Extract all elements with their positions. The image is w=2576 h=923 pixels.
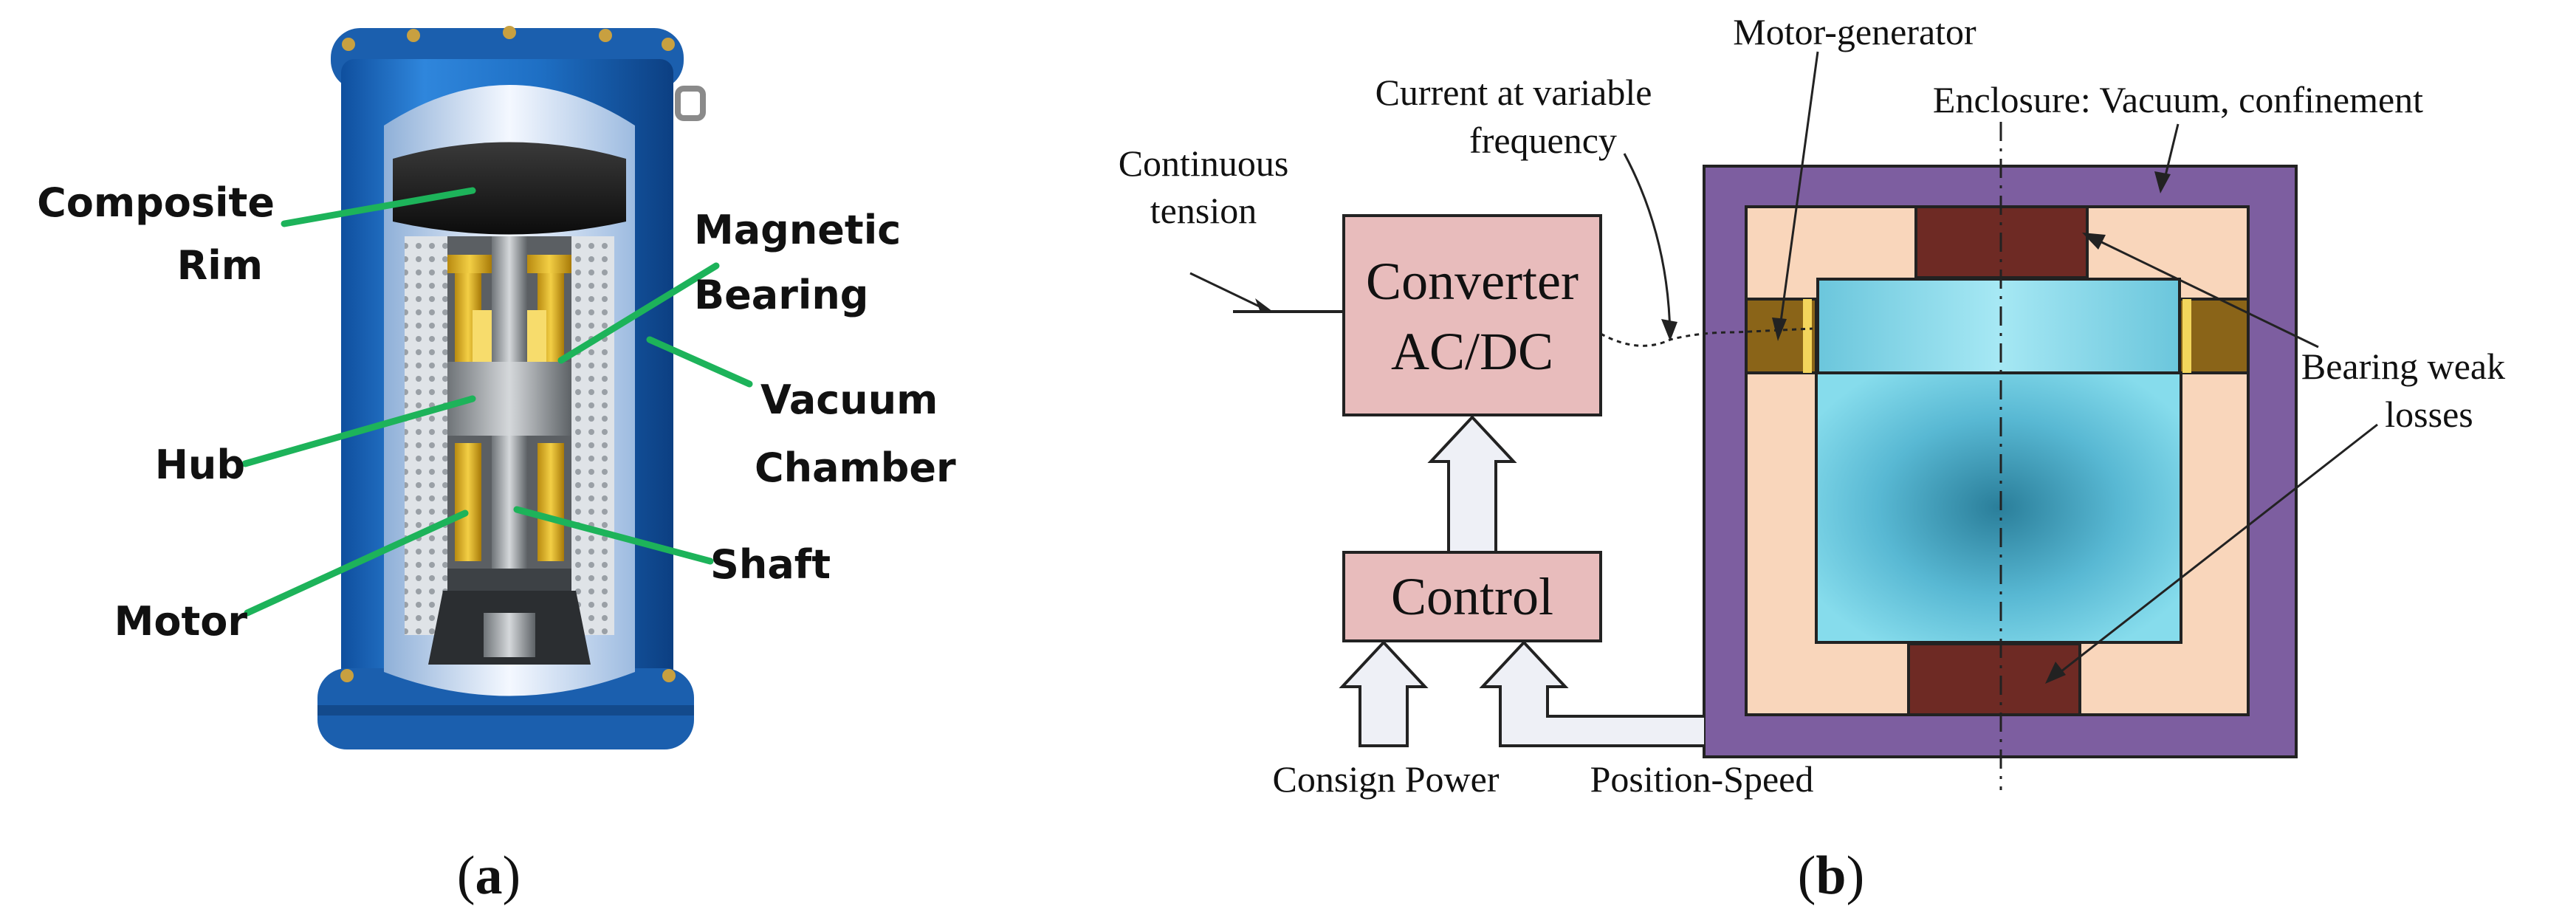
panel-a: Composite Rim Magnetic Bearing Vacuum Ch… — [37, 26, 956, 906]
label-bearing-1: Bearing weak — [2301, 346, 2505, 387]
caption-a: (a) — [457, 845, 521, 906]
label-shaft: Shaft — [710, 541, 831, 588]
label-enclosure: Enclosure: Vacuum, confinement — [1933, 79, 2423, 120]
leader-lines — [241, 187, 753, 617]
converter-box — [1342, 214, 1602, 416]
label-continuous-2: tension — [1150, 190, 1257, 231]
label-current-1: Current at variable — [1375, 72, 1652, 113]
label-magnetic-bearing-1: Magnetic — [694, 207, 901, 253]
caption-b: (b) — [1798, 845, 1864, 906]
label-current-2: frequency — [1469, 120, 1617, 161]
caption-b-letter: b — [1816, 845, 1846, 906]
label-bearing-2: losses — [2385, 394, 2473, 435]
rotor-top — [1816, 278, 2181, 375]
converter-label-1: Converter — [1366, 252, 1579, 311]
arrow-position-speed — [1479, 640, 1704, 747]
label-composite-rim-2: Rim — [177, 242, 263, 289]
arrow-consign-power — [1339, 640, 1429, 747]
label-position-speed: Position-Speed — [1590, 758, 1814, 800]
label-motor-generator: Motor-generator — [1733, 11, 1976, 52]
label-consign-power: Consign Power — [1273, 758, 1500, 800]
label-continuous-1: Continuous — [1119, 143, 1289, 184]
label-hub: Hub — [155, 442, 245, 488]
label-magnetic-bearing-2: Bearing — [694, 272, 868, 318]
label-composite-rim-1: Composite — [37, 179, 275, 226]
control-box — [1342, 551, 1602, 642]
flywheel-illustration — [317, 26, 706, 749]
rotor-body — [1815, 371, 2182, 644]
caption-a-letter: a — [475, 845, 503, 906]
label-vacuum-chamber-2: Chamber — [755, 445, 956, 491]
converter-label-2: AC/DC — [1391, 322, 1553, 381]
panel-b: Converter AC/DC Control Motor-generator — [1119, 11, 2505, 906]
label-vacuum-chamber-1: Vacuum — [760, 377, 938, 423]
label-motor: Motor — [114, 598, 248, 645]
arrow-control-to-converter — [1427, 415, 1517, 554]
control-label: Control — [1391, 567, 1553, 626]
